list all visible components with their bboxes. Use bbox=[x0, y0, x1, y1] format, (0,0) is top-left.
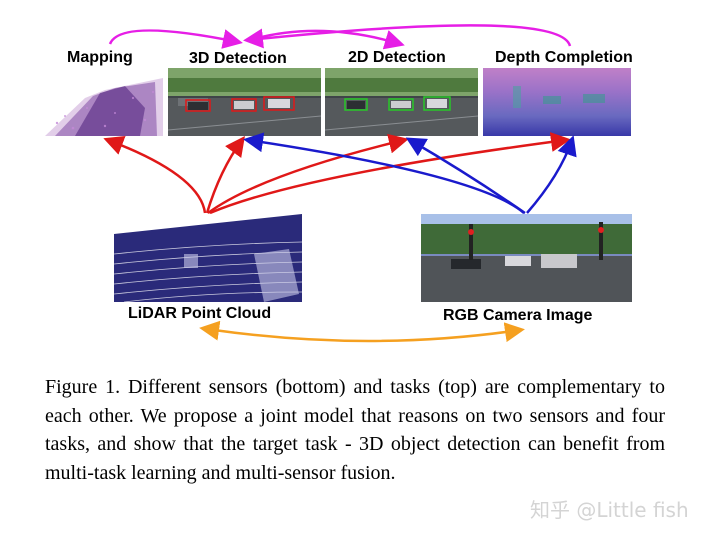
caption-text: Figure 1. Different sensors (bottom) and… bbox=[45, 376, 665, 484]
link-3d-to-2d bbox=[249, 29, 405, 50]
arrow-camera-to-depth bbox=[526, 135, 577, 214]
watermark: 知乎 @Little fish bbox=[530, 498, 689, 522]
detection-3d-image bbox=[168, 68, 321, 136]
sensor-label-camera: RGB Camera Image bbox=[443, 307, 593, 324]
task-label-mapping: Mapping bbox=[67, 49, 133, 66]
sensor-label-lidar: LiDAR Point Cloud bbox=[128, 305, 272, 322]
task-label-depth-completion: Depth Completion bbox=[495, 49, 633, 66]
arrow-lidar-to-2d bbox=[207, 133, 409, 215]
link-lidar-camera bbox=[199, 320, 525, 343]
lidar-point-cloud-image bbox=[114, 214, 302, 302]
rgb-camera-image bbox=[421, 214, 632, 302]
link-depth-to-3d bbox=[243, 24, 572, 49]
arrow-lidar-to-depth bbox=[209, 132, 571, 215]
arrow-lidar-to-mapping bbox=[103, 135, 207, 214]
mapping-image bbox=[45, 68, 163, 136]
arrow-lidar-to-3d bbox=[205, 135, 245, 214]
detection-2d-image bbox=[325, 68, 478, 136]
figure-diagram: Mapping 3D Detection 2D Detection Depth … bbox=[45, 24, 633, 343]
arrow-camera-to-2d bbox=[405, 137, 526, 215]
link-mapping-to-3d bbox=[108, 29, 243, 49]
arrows-overlay bbox=[103, 24, 577, 343]
task-label-2d-detection: 2D Detection bbox=[348, 49, 446, 66]
task-label-3d-detection: 3D Detection bbox=[189, 50, 287, 67]
depth-completion-image bbox=[483, 68, 631, 136]
figure-caption: Figure 1. Different sensors (bottom) and… bbox=[45, 373, 665, 487]
